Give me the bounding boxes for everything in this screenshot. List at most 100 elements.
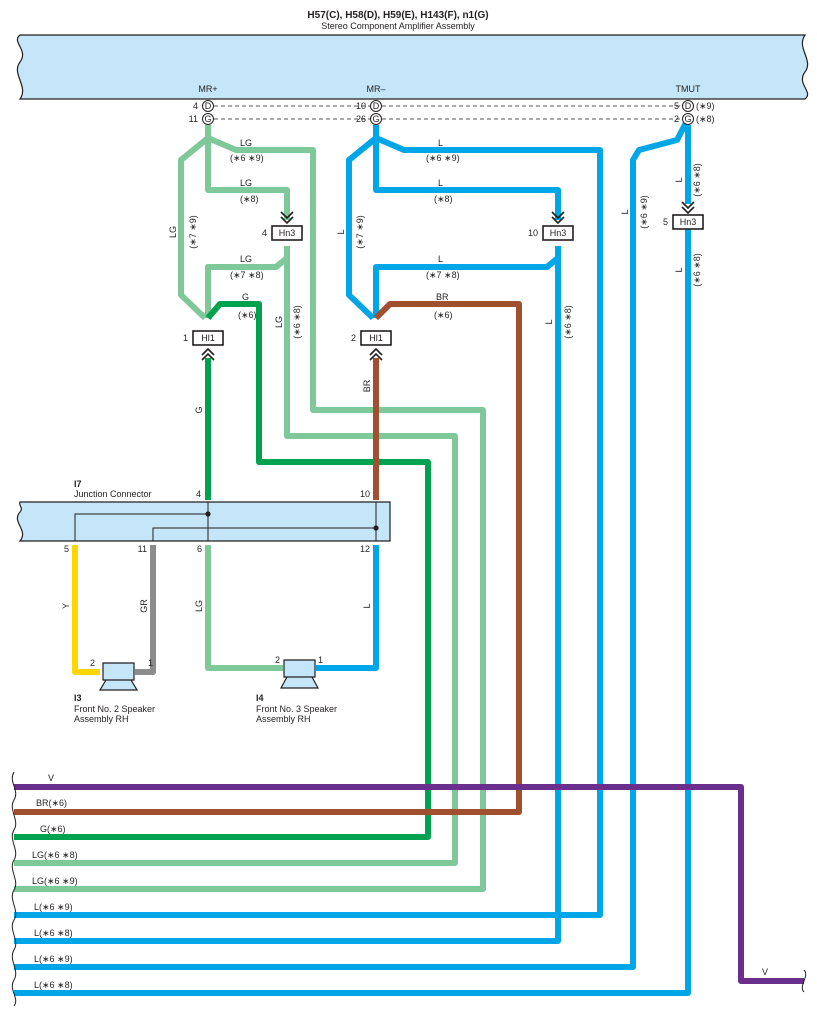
pin-num-mrm-d: 10	[356, 101, 366, 111]
lbl-n78-2: (∗7 ∗8)	[426, 270, 460, 280]
lbl-n79-v1: (∗7 ∗9)	[188, 215, 198, 249]
junction-pin-4: 4	[196, 489, 201, 499]
speaker-i4: 2 1 I4 Front No. 3 Speaker Assembly RH	[256, 655, 337, 724]
lbl-l-v1: L	[336, 229, 346, 234]
wire-l-8	[373, 138, 561, 220]
pin-num-tm-d: 5	[674, 101, 679, 111]
hl1-a-label: Hl1	[201, 333, 215, 343]
speaker-i3-pin-a: 2	[90, 658, 95, 668]
wire-br-6	[14, 301, 522, 815]
wire-y	[72, 545, 100, 675]
pin-circle-tm-d	[682, 100, 694, 112]
lbl-n6-2: (∗6)	[434, 310, 453, 320]
lbl-n68-v4: (∗6 ∗8)	[692, 253, 702, 287]
connector-hl1-b: Hl1 2	[351, 330, 392, 361]
speaker-icon	[279, 659, 320, 689]
junction-name: Junction Connector	[74, 489, 152, 499]
bus-lg69: LG(∗6 ∗9)	[32, 876, 78, 886]
speaker-i3-code: I3	[74, 693, 82, 703]
speaker-i4-pin-b: 1	[318, 655, 323, 665]
wire-lg-69	[14, 135, 486, 892]
speaker-i4-name-1: Front No. 3 Speaker	[256, 704, 337, 714]
lbl-lg-2: LG	[240, 178, 252, 188]
lbl-l-v2: L	[544, 319, 554, 324]
junction-code: I7	[74, 479, 82, 489]
bus-v: V	[48, 773, 54, 783]
wire-v	[14, 784, 804, 984]
term-mr-plus: MR+	[198, 84, 217, 94]
lbl-n6-1: (∗6)	[238, 310, 257, 320]
junction-internal	[74, 502, 377, 541]
hn3-a-label: Hn3	[279, 228, 296, 238]
pin-letter-tm-g: G	[684, 114, 691, 124]
chevron-down-icon	[681, 201, 695, 215]
wire-gr	[135, 545, 156, 675]
chevron-down-icon	[280, 211, 294, 225]
pin-letter-mrm-d: D	[373, 101, 380, 111]
wire-lg-78	[205, 246, 290, 318]
wire-g-6	[14, 301, 431, 840]
wire-l-speaker	[316, 545, 379, 671]
pin-circle-tm-g	[682, 113, 694, 125]
junction-pin-12: 12	[360, 544, 370, 554]
pin-letter-mrp-d: D	[205, 101, 212, 111]
term-tmut: TMUT	[676, 84, 701, 94]
wire-lg-79	[178, 135, 210, 321]
junction-pin-5: 5	[64, 544, 69, 554]
hl1-b-pin: 2	[351, 333, 356, 343]
bus-g6: G(∗6)	[40, 824, 66, 834]
wire-l-69	[14, 135, 603, 918]
pin-circle-mrm-g	[370, 113, 382, 125]
lbl-n69-1: (∗6 ∗9)	[230, 153, 264, 163]
lbl-l-v3: L	[620, 209, 630, 214]
pin-letter-mrm-g: G	[372, 114, 379, 124]
amp-pins: D G D G D G 4 11 10 26 5 2 (∗9) (∗8)	[189, 100, 715, 125]
lbl-l-v6: L	[362, 603, 372, 608]
hn3-b-pin: 10	[528, 228, 538, 238]
bus-lg68: LG(∗6 ∗8)	[32, 850, 78, 860]
speaker-i3-name-1: Front No. 2 Speaker	[74, 704, 155, 714]
wire-l-68	[14, 258, 561, 944]
bus-labels: V BR(∗6) G(∗6) LG(∗6 ∗8) LG(∗6 ∗9) L(∗6 …	[32, 773, 768, 990]
lbl-l-v5: L	[674, 267, 684, 272]
lbl-n68-v2: (∗6 ∗8)	[563, 305, 573, 339]
hn3-b-label: Hn3	[550, 228, 567, 238]
lbl-br-1: BR	[436, 292, 449, 302]
wire-lg-speaker	[205, 545, 283, 671]
pin-num-mrp-g: 11	[189, 114, 198, 124]
chevron-up-icon	[369, 347, 383, 361]
lbl-n68-v3: (∗6 ∗8)	[692, 163, 702, 197]
junction-pin-11: 11	[138, 544, 147, 554]
speaker-i4-name-2: Assembly RH	[256, 714, 311, 724]
amp-codes: H57(C), H58(D), H59(E), H143(F), n1(G)	[307, 10, 488, 21]
lbl-n69-v3: (∗6 ∗9)	[639, 195, 649, 229]
wire-lg-8	[205, 138, 290, 220]
hn3-c-pin: 5	[663, 217, 668, 227]
pin-letter-tm-d: D	[685, 101, 692, 111]
lbl-lg-3: LG	[240, 254, 252, 264]
speaker-i4-pin-a: 2	[275, 655, 280, 665]
bus-br6: BR(∗6)	[36, 798, 67, 808]
lbl-l-v4: L	[674, 177, 684, 182]
lbl-n69-2: (∗6 ∗9)	[426, 153, 460, 163]
connector-hn3-a: Hn3 4	[262, 211, 303, 241]
pin-num-mrm-g: 26	[356, 114, 366, 124]
lbl-n8-1: (∗8)	[240, 194, 259, 204]
lbl-n79-v2: (∗7 ∗9)	[355, 215, 365, 249]
lbl-l-3: L	[438, 254, 443, 264]
wire-lg-68	[14, 258, 458, 866]
wire-l-79	[346, 135, 378, 321]
wire-labels: LG (∗6 ∗9) LG (∗8) LG (∗7 ∗8) G (∗6) L (…	[61, 138, 702, 613]
hl1-b-label: Hl1	[369, 333, 383, 343]
junction-dot-a	[205, 511, 211, 517]
chevron-down-icon	[551, 211, 565, 225]
connector-hn3-c: Hn3 5	[663, 201, 704, 230]
pin-letter-mrp-g: G	[204, 114, 211, 124]
lbl-lg-v2: LG	[274, 316, 284, 328]
wire-l-tmut-9	[14, 117, 691, 970]
pin-circle-mrp-d	[202, 100, 214, 112]
pin-note-tm-g: (∗8)	[696, 114, 715, 124]
pin-note-tm-d: (∗9)	[696, 101, 715, 111]
junction-panel	[16, 501, 391, 542]
